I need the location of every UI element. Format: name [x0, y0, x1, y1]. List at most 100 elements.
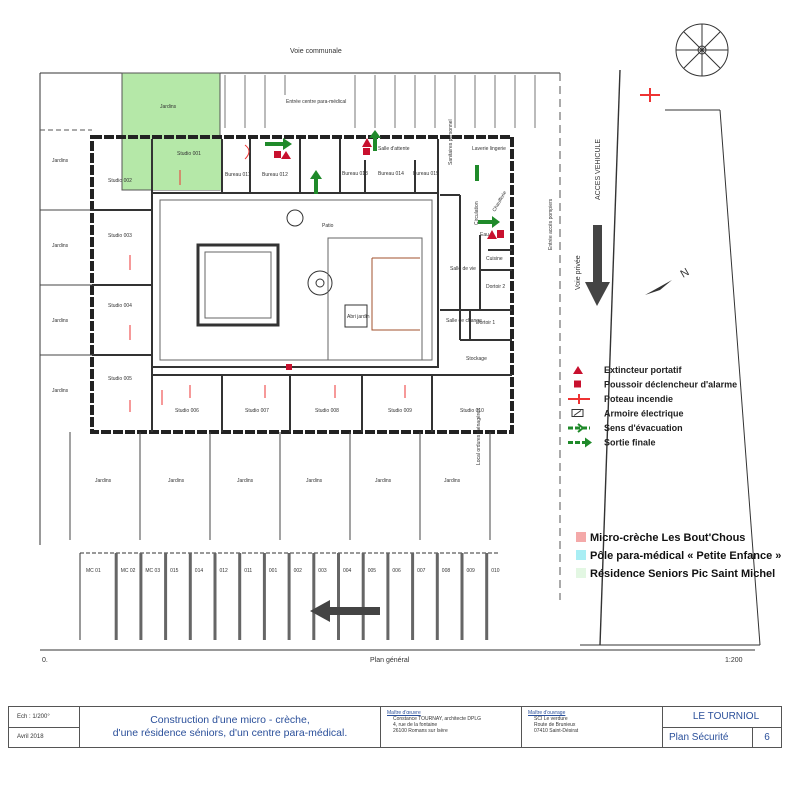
parking-space-label: 001	[269, 568, 278, 574]
parking-divider	[164, 553, 168, 640]
tb-sheet-title: Plan Sécurité	[669, 731, 729, 743]
parking-divider	[485, 553, 489, 640]
room-label: Salle de vie	[450, 266, 476, 272]
parking-divider	[411, 553, 415, 640]
road-edge	[599, 69, 621, 646]
legend-label: Poteau incendie	[604, 394, 673, 404]
garden-label: Jardins	[160, 104, 177, 110]
legend-label: Poussoir déclencheur d'alarme	[604, 380, 737, 390]
pergola-line	[371, 257, 420, 331]
tb-architect-line: 4, rue de la fontaine	[393, 722, 438, 728]
vehicle-arrow-down	[585, 225, 610, 306]
fountain-center	[315, 278, 325, 288]
parking-space-label: 015	[170, 568, 179, 574]
room-label: Cuisine	[486, 256, 503, 262]
zone-swatch	[576, 532, 586, 542]
room-label: Bureau 011	[225, 172, 251, 178]
building-outer-wall	[90, 135, 514, 434]
evacuation-arrows	[265, 130, 500, 228]
parking-divider	[188, 553, 192, 640]
room-label: Studio 008	[315, 408, 339, 414]
tb-scale: Ech : 1/200°	[17, 713, 50, 720]
zone-label: Pôle para-médical « Petite Enfance »	[590, 550, 781, 562]
parking-divider	[213, 553, 217, 640]
tb-sheet-number: 6	[752, 727, 781, 747]
tb-title-line2: d'une résidence séniors, d'un centre par…	[112, 727, 348, 739]
tree-icon	[286, 209, 304, 227]
legend-label: Sortie finale	[604, 438, 656, 448]
fire-hydrant-icon	[568, 394, 590, 404]
tb-architect-line: 26100 Romans sur Isère	[393, 728, 448, 734]
tb-title-line1: Construction d'une micro - crèche,	[150, 714, 310, 726]
parking-space-label: 012	[220, 568, 229, 574]
tb-architect-heading: Maître d'œuvre	[387, 710, 421, 716]
inner-planter	[196, 243, 280, 327]
room-label: Dortoir 2	[486, 284, 505, 290]
plan-title: Plan général	[370, 657, 410, 664]
exit-arrow-left	[310, 600, 380, 622]
garden-dividers	[40, 209, 491, 540]
parking-divider	[386, 553, 390, 640]
safety-markers	[274, 88, 660, 370]
alarm-button-square-icon	[574, 380, 581, 388]
courtyard-inner	[159, 199, 433, 361]
shelter-label: Abri jardin	[347, 314, 370, 320]
parking-divider	[238, 553, 242, 640]
parking-space-label: 010	[491, 568, 500, 574]
room-label: Studio 004	[108, 303, 132, 309]
room-label: Studio 006	[175, 408, 199, 414]
garden-label: Jardins	[95, 478, 112, 484]
parking-divider	[435, 553, 439, 640]
garden-label: Jardins	[237, 478, 254, 484]
road-label: Voie communale	[290, 48, 342, 55]
room-label: Bureau 012	[262, 172, 288, 178]
parking-space-label: 005	[368, 568, 377, 574]
room-label: Bureau 015	[413, 171, 439, 177]
north-arrow-icon: N	[645, 266, 691, 295]
garden-label: Jardins	[52, 388, 69, 394]
parking-divider	[337, 553, 340, 640]
tb-project: LE TOURNIOL	[692, 711, 760, 723]
parking-divider	[114, 553, 118, 640]
legend-label: Armoire électrique	[604, 409, 684, 419]
garden-label: Jardins	[444, 478, 461, 484]
room-label: Eau	[480, 232, 489, 238]
parking-space-label: 011	[244, 568, 252, 574]
room-label: Salle de change	[446, 318, 482, 324]
courtyard	[151, 192, 439, 368]
creche-doors	[129, 144, 406, 412]
parking-space-label: 007	[417, 568, 426, 574]
parking-space-label: MC 02	[121, 568, 136, 574]
svg-text:N: N	[679, 266, 692, 280]
evacuation-direction-icon	[568, 423, 590, 433]
zone-label: Micro-crèche Les Bout'Chous	[590, 532, 745, 544]
tb-owner-line: Route de Brunieux	[534, 722, 576, 728]
parking-divider	[262, 553, 266, 640]
zone-swatch	[576, 568, 586, 578]
room-label: Local ordures ménagères	[476, 408, 482, 465]
studio-001-zone	[152, 139, 222, 190]
parking-divider	[460, 553, 464, 640]
zone-swatch	[576, 550, 586, 560]
tb-architect-line: Constance TOURNAY, architecte DPLG	[393, 716, 482, 722]
parking-space-label: MC 03	[145, 568, 160, 574]
room-label: Salle d'attente	[378, 146, 410, 152]
parking-space-label: 008	[442, 568, 451, 574]
tb-date: Avril 2018	[9, 726, 79, 748]
interior-walls	[92, 139, 512, 432]
parking-space-label: MC 01	[86, 568, 101, 574]
room-label: Studio 010	[460, 408, 484, 414]
room-label: Studio 001	[177, 151, 201, 157]
parking-space-label: 014	[195, 568, 204, 574]
room-label: Stockage	[466, 356, 487, 362]
entrance-label: Entrée centre para-médical	[286, 99, 346, 105]
room-label: Laverie lingerie	[472, 146, 506, 152]
legend-label: Extincteur portatif	[604, 365, 683, 375]
garden-label: Jardins	[52, 158, 69, 164]
parking-divider	[139, 553, 143, 640]
room-label: Studio 005	[108, 376, 132, 382]
room-label: Studio 007	[245, 408, 269, 414]
vehicle-access-label: ACCES VEHICULE	[595, 139, 602, 200]
